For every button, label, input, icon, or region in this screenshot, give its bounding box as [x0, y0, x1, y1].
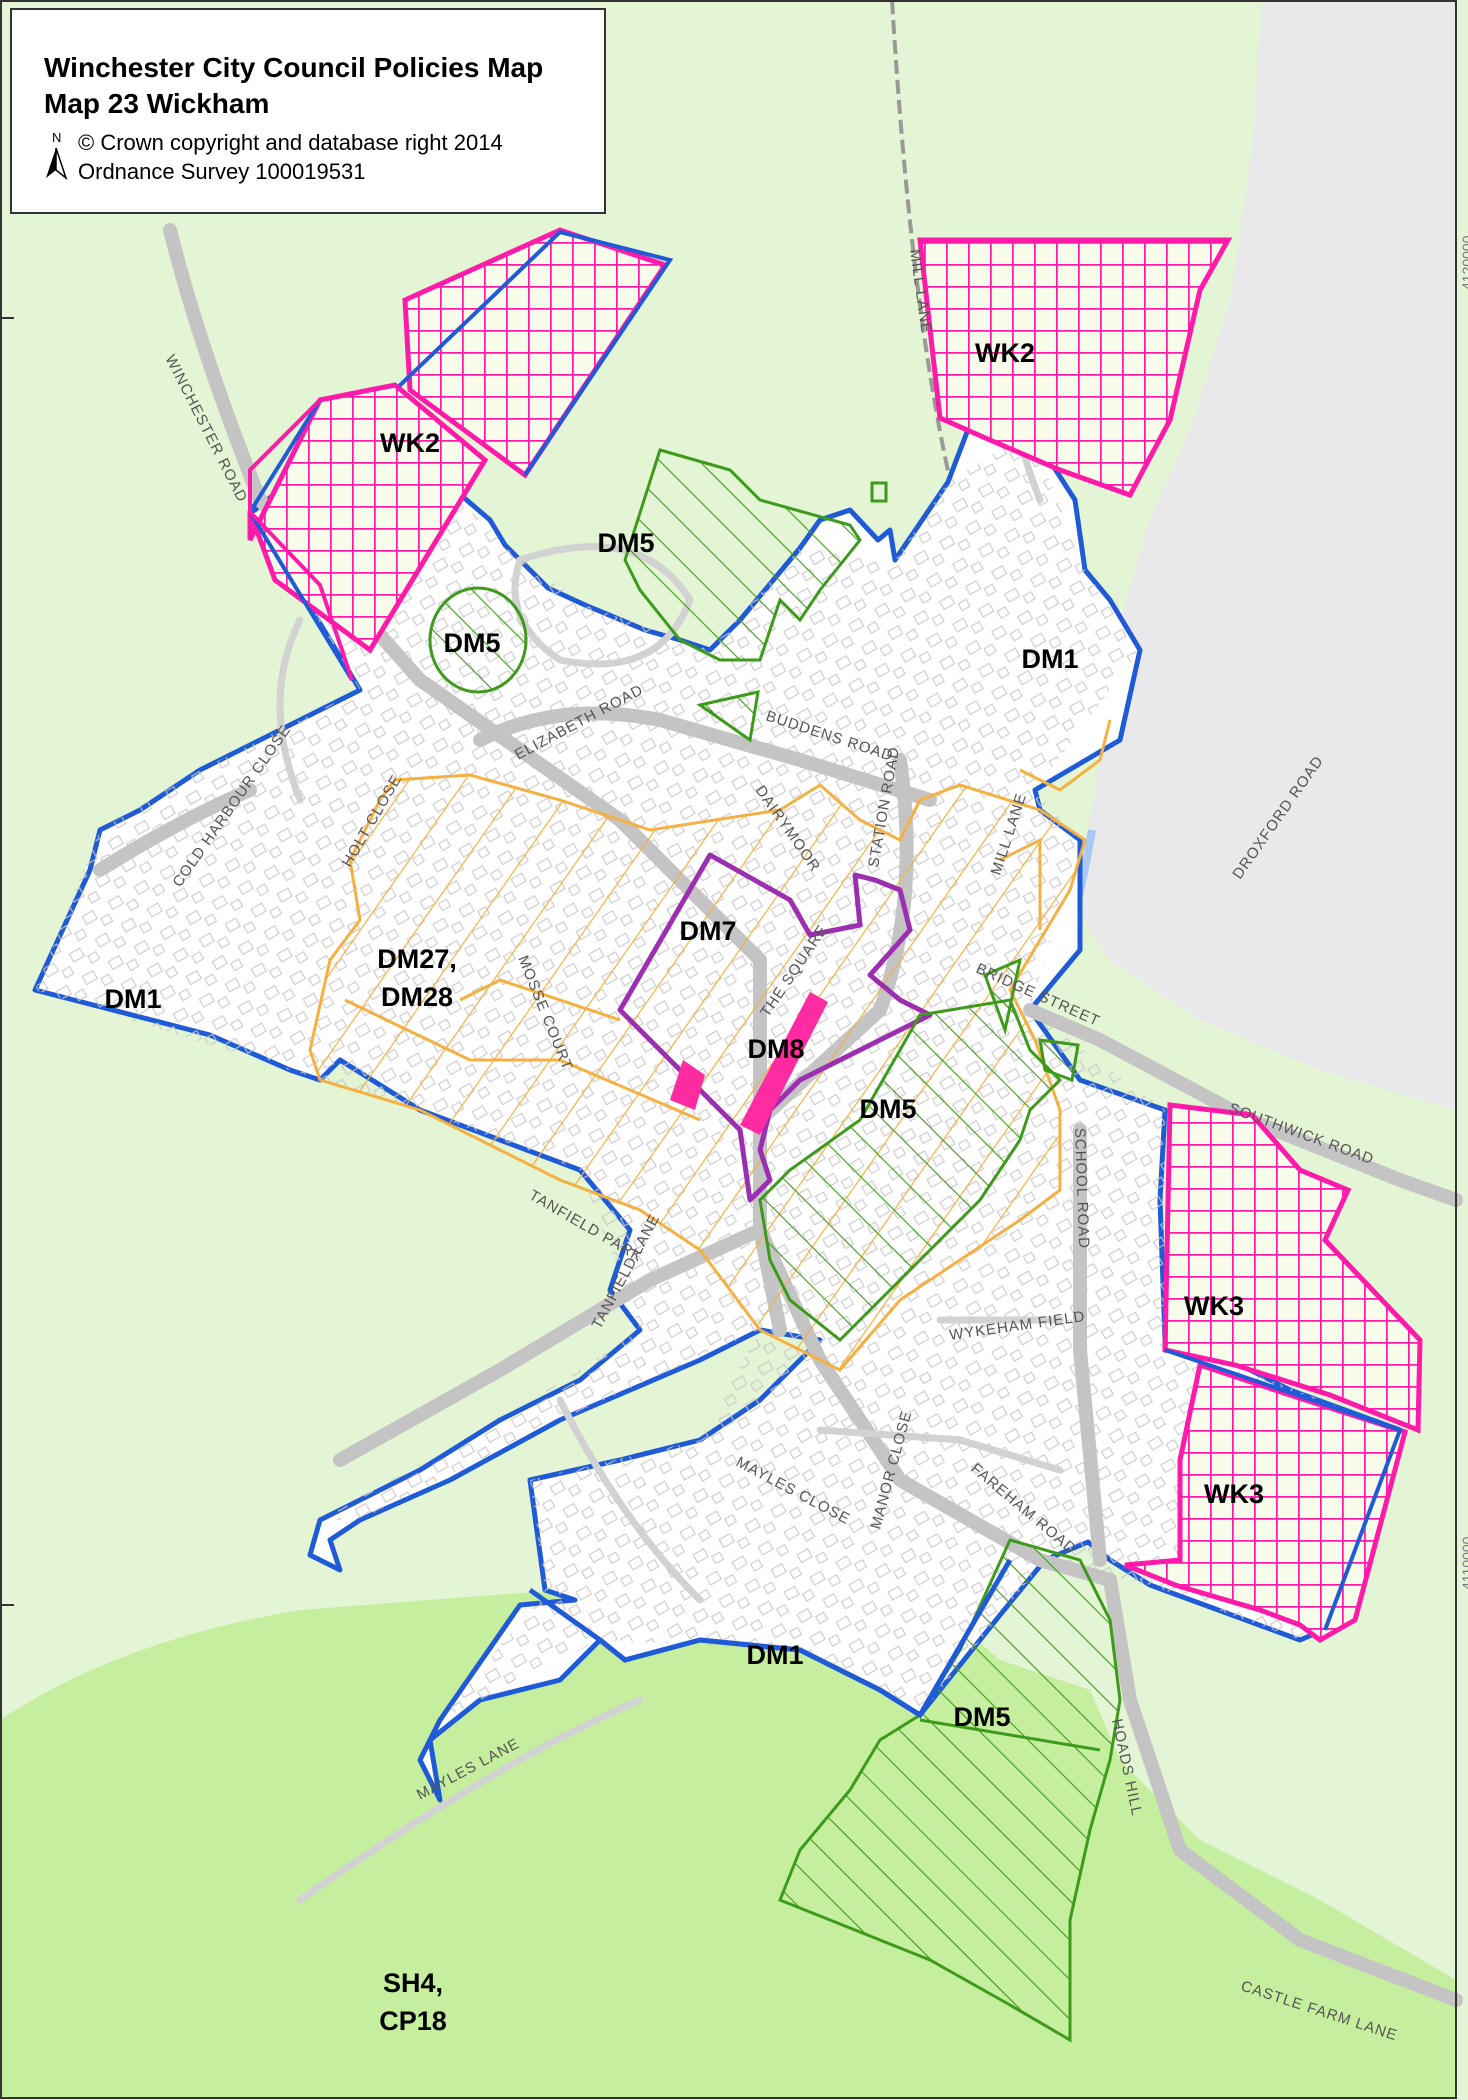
open-space-buddens — [696, 690, 760, 743]
zone-label-dm27: DM27, — [377, 944, 457, 974]
open-space-small — [870, 481, 888, 503]
railway-line — [890, 0, 952, 481]
zone-label-cp18: CP18 — [379, 2006, 447, 2036]
boundary-wk3 — [1164, 1348, 1403, 1631]
ordnance-survey-line: Ordnance Survey 100019531 — [78, 159, 366, 184]
open-space-bridge — [983, 957, 1023, 1036]
zone-label-dm5-south: DM5 — [953, 1702, 1010, 1732]
zone-label-dm1-west: DM1 — [104, 984, 161, 1014]
zone-label-dm8: DM8 — [747, 1034, 804, 1064]
zone-label-dm1-south: DM1 — [746, 1640, 803, 1670]
zone-label-sh4: SH4, — [383, 1968, 443, 1998]
north-arrow-icon: N — [46, 130, 68, 180]
settlement-boundary-nw — [393, 229, 674, 477]
grid-label-top: 4120000 — [1459, 235, 1468, 290]
allocation-wk2-nw-lower — [247, 382, 489, 654]
north-symbol: N — [52, 130, 61, 145]
zone-label-dm5-centre: DM5 — [859, 1094, 916, 1124]
zone-label-wk3-upper: WK3 — [1184, 1291, 1244, 1321]
zone-label-wk3-lower: WK3 — [1204, 1479, 1264, 1509]
allocation-edge — [248, 398, 354, 681]
open-space-dm5-south — [778, 1538, 1122, 2043]
river-valley-area — [1070, 0, 1456, 1110]
zone-label-dm1-ne: DM1 — [1021, 644, 1078, 674]
zone-label-dm7: DM7 — [679, 916, 736, 946]
copyright-block: N © Crown copyright and database right 2… — [44, 128, 604, 186]
settlement-boundary-south — [528, 1558, 1013, 1719]
open-space-divider — [919, 1718, 1101, 1752]
shopping-frontage-2 — [740, 992, 828, 1135]
copyright-line: © Crown copyright and database right 201… — [78, 130, 503, 155]
allocation-wk3-upper — [1162, 1102, 1423, 1434]
shopping-frontage-1 — [670, 1060, 705, 1110]
open-space-dm5-north — [623, 448, 862, 662]
map-subtitle: Map 23 Wickham — [44, 88, 270, 119]
zone-label-wk2-ne: WK2 — [975, 338, 1035, 368]
zone-label-dm5-north: DM5 — [597, 528, 654, 558]
zone-label-wk2-nw: WK2 — [380, 428, 440, 458]
open-space-bridge-2 — [1038, 1038, 1080, 1083]
strategic-gap-area — [0, 1555, 1456, 2098]
allocation-wk2-ne — [917, 237, 1233, 499]
map-title: Winchester City Council Policies Map — [44, 52, 544, 83]
open-space-dm5-oval — [428, 586, 528, 694]
zone-label-dm5-oval: DM5 — [443, 628, 500, 658]
grid-label-bottom: 4110000 — [1459, 1536, 1468, 1590]
title-box: Winchester City Council Policies Map Map… — [10, 8, 606, 214]
zone-label-dm28: DM28 — [381, 982, 453, 1012]
conservation-inner-lines — [344, 719, 1112, 1122]
road-label-school-road: SCHOOL ROAD — [1071, 1128, 1092, 1250]
